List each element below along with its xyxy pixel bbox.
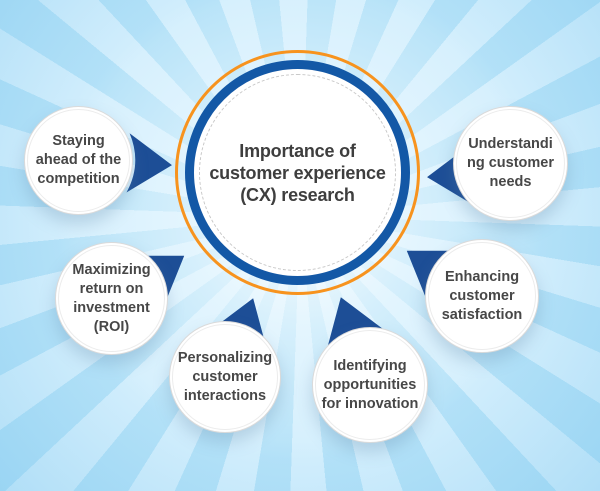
center-title: Importance of customer experience (CX) r… xyxy=(209,140,386,205)
node-inner-ring xyxy=(315,330,425,440)
node-label: Enhancing customer satisfaction xyxy=(441,268,523,323)
node-label: Personalizing customer interactions xyxy=(177,349,273,404)
node-inner-ring xyxy=(428,242,536,350)
node-inner-ring xyxy=(172,324,278,430)
node-personalizing: Personalizing customer interactions xyxy=(169,321,281,433)
node-maximizing-roi: Maximizing return on investment (ROI) xyxy=(55,242,168,355)
node-inner-ring xyxy=(456,109,565,218)
node-label: Staying ahead of the competition xyxy=(35,133,122,187)
arrow-icon xyxy=(126,133,172,193)
node-label: Understandi ng customer needs xyxy=(466,136,554,190)
node-inner-ring xyxy=(58,245,165,352)
node-staying-ahead: Staying ahead of the competition xyxy=(24,106,133,215)
node-enhancing: Enhancing customer satisfaction xyxy=(425,239,539,353)
arrow-staying-ahead xyxy=(126,133,173,195)
center-circle: Importance of customer experience (CX) r… xyxy=(175,50,420,295)
node-label: Maximizing return on investment (ROI) xyxy=(72,261,151,335)
center-dashed-ring: Importance of customer experience (CX) r… xyxy=(199,74,396,271)
node-understanding-needs: Understandi ng customer needs xyxy=(453,106,568,221)
node-inner-ring xyxy=(27,109,130,212)
node-identifying: Identifying opportunities for innovation xyxy=(312,327,428,443)
center-blue-ring: Importance of customer experience (CX) r… xyxy=(185,60,410,285)
node-label: Identifying opportunities for innovation xyxy=(321,357,419,412)
